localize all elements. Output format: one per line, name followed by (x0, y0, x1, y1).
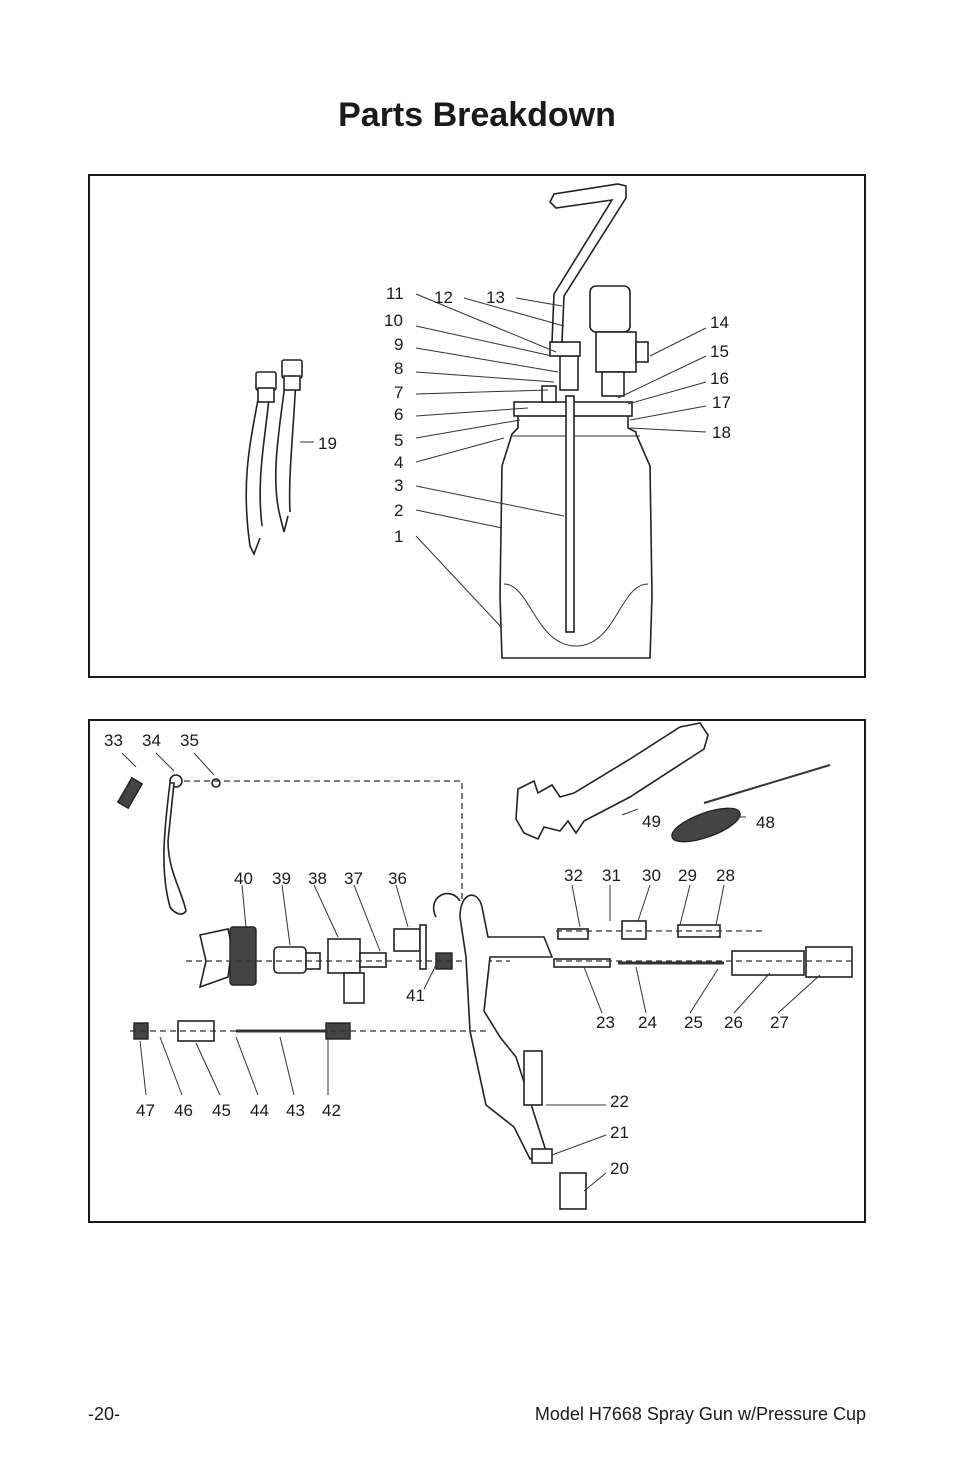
callout-5: 5 (394, 431, 403, 450)
callout-18: 18 (712, 423, 731, 442)
callout-37: 37 (344, 869, 363, 888)
callout-42: 42 (322, 1101, 341, 1120)
callout-36: 36 (388, 869, 407, 888)
callout-45: 45 (212, 1101, 231, 1120)
callout-22: 22 (610, 1092, 629, 1111)
callout-19: 19 (318, 434, 337, 453)
callout-35: 35 (180, 731, 199, 750)
callout-17: 17 (712, 393, 731, 412)
model-caption: Model H7668 Spray Gun w/Pressure Cup (534, 1404, 866, 1424)
callout-47: 47 (136, 1101, 155, 1120)
callout-20: 20 (610, 1159, 629, 1178)
pressure-cup-drawing: 1 2 3 4 5 6 7 8 9 10 11 12 13 14 15 16 1… (245, 183, 731, 659)
callout-49: 49 (642, 812, 661, 831)
callout-26: 26 (724, 1013, 743, 1032)
gun-body (433, 892, 554, 1161)
needle-and-valve-parts (130, 920, 853, 1210)
callout-41: 41 (406, 986, 425, 1005)
callout-15: 15 (710, 342, 729, 361)
callout-9: 9 (394, 335, 403, 354)
callout-30: 30 (642, 866, 661, 885)
callout-1: 1 (394, 527, 403, 546)
callout-12: 12 (434, 288, 453, 307)
callout-38: 38 (308, 869, 327, 888)
callout-8: 8 (394, 359, 403, 378)
nozzle-assembly (186, 924, 510, 1004)
hose-assembly (245, 359, 314, 556)
callout-7: 7 (394, 383, 403, 402)
spray-gun-diagram-panel: 20 21 22 23 24 25 26 27 28 29 30 31 32 3… (88, 719, 866, 1223)
page-title: Parts Breakdown (338, 96, 616, 134)
callout-6: 6 (394, 405, 403, 424)
callout-2: 2 (394, 501, 403, 520)
callout-29: 29 (678, 866, 697, 885)
callout-10: 10 (384, 311, 403, 330)
callout-34: 34 (142, 731, 161, 750)
callout-31: 31 (602, 866, 621, 885)
callout-16: 16 (710, 369, 729, 388)
callout-13: 13 (486, 288, 505, 307)
callout-14: 14 (710, 313, 729, 332)
callout-4: 4 (394, 453, 403, 472)
callout-46: 46 (174, 1101, 193, 1120)
callout-25: 25 (684, 1013, 703, 1032)
trigger-parts (116, 774, 463, 917)
spanner-wrench (515, 722, 709, 841)
callout-32: 32 (564, 866, 583, 885)
page-number: -20- (88, 1404, 121, 1424)
cup-body (499, 183, 653, 659)
callout-44: 44 (250, 1101, 269, 1120)
callout-43: 43 (286, 1101, 305, 1120)
callout-27: 27 (770, 1013, 789, 1032)
callout-21: 21 (610, 1123, 629, 1142)
cleaning-brush (671, 764, 831, 843)
callout-39: 39 (272, 869, 291, 888)
callout-28: 28 (716, 866, 735, 885)
callout-40: 40 (234, 869, 253, 888)
callout-3: 3 (394, 476, 403, 495)
pressure-cup-diagram-panel: 1 2 3 4 5 6 7 8 9 10 11 12 13 14 15 16 1… (88, 174, 866, 678)
callout-48: 48 (756, 813, 775, 832)
callout-23: 23 (596, 1013, 615, 1032)
callout-33: 33 (104, 731, 123, 750)
callout-11: 11 (386, 284, 404, 303)
callout-24: 24 (638, 1013, 657, 1032)
spray-gun-drawing: 20 21 22 23 24 25 26 27 28 29 30 31 32 3… (104, 722, 853, 1210)
